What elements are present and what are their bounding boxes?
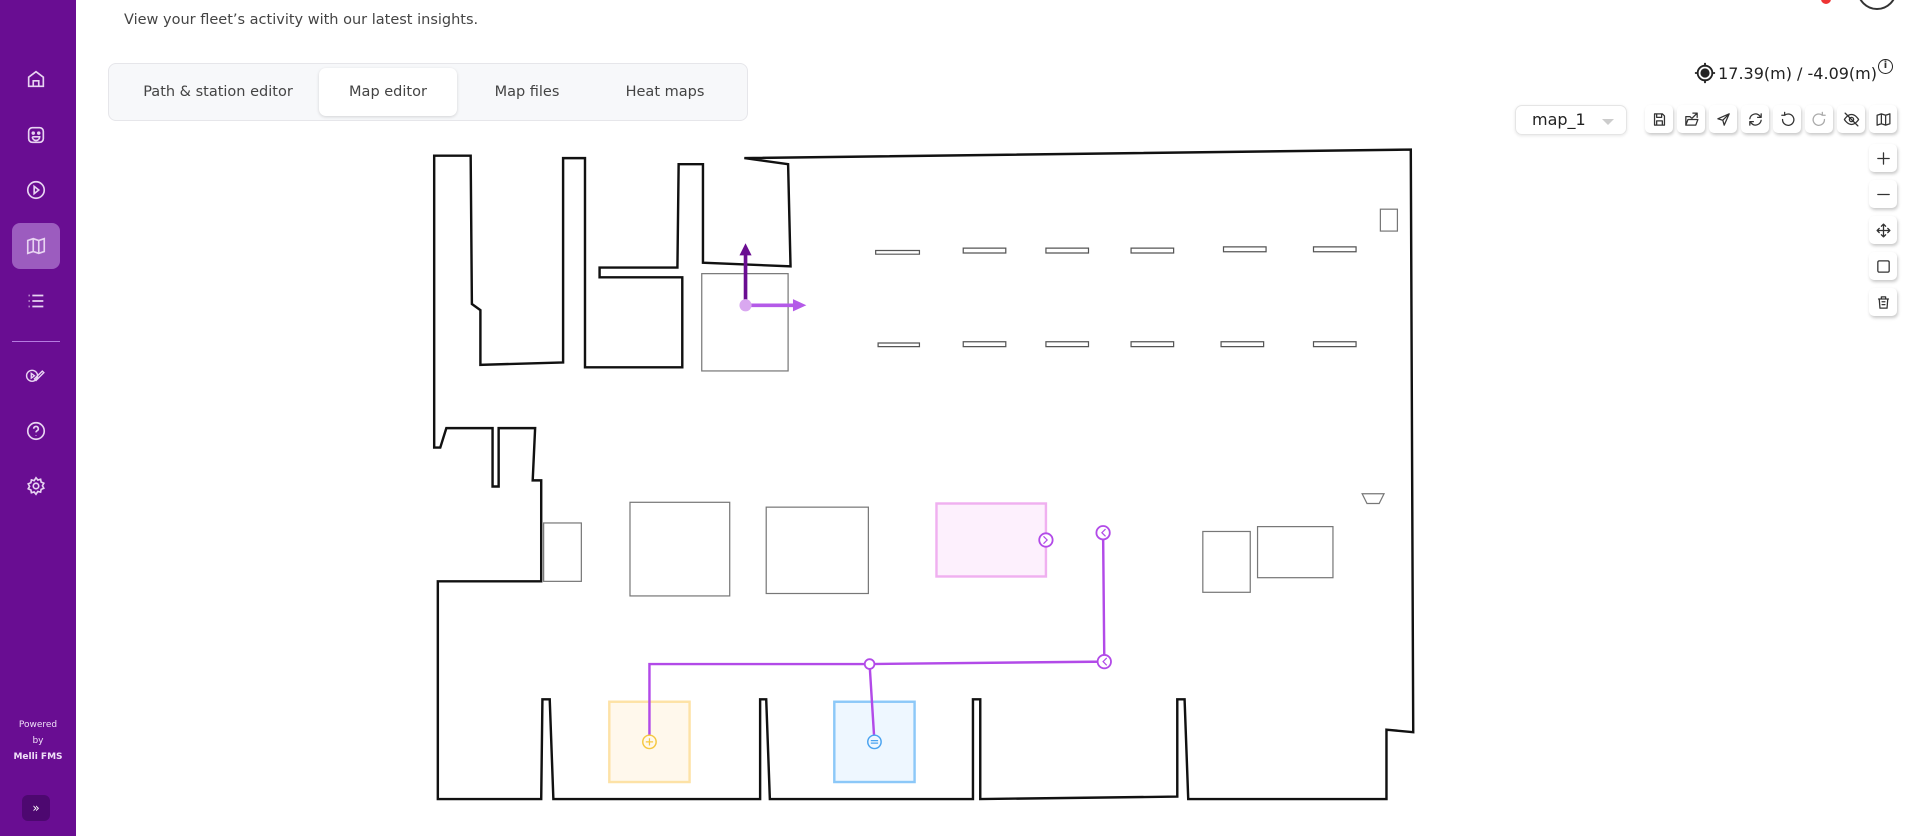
expand-sidebar-button[interactable]: » — [22, 795, 50, 821]
robot-face-icon — [27, 126, 45, 144]
redo-button[interactable] — [1805, 105, 1833, 133]
top-right-user-area — [1807, 0, 1907, 12]
save-icon — [1653, 112, 1665, 126]
sidebar-item-maps[interactable] — [12, 223, 60, 269]
info-icon[interactable]: i — [1878, 59, 1893, 74]
powered-by-text: by — [32, 736, 44, 746]
map-icon — [1875, 112, 1891, 126]
tab-heat-maps[interactable]: Heat maps — [625, 84, 705, 100]
send-icon — [1716, 112, 1730, 126]
play-edit-icon — [25, 369, 45, 382]
sidebar: Powered by Melli FMS » — [0, 0, 76, 836]
sidebar-item-home[interactable] — [12, 56, 60, 102]
path-node[interactable] — [863, 658, 876, 670]
list-icon — [28, 294, 44, 308]
trash-icon — [1877, 295, 1889, 309]
path-node-direction[interactable] — [1096, 654, 1112, 670]
zone-node-direction[interactable] — [1038, 532, 1054, 548]
map-select-dropdown[interactable]: map_1 — [1515, 105, 1627, 135]
toggle-visibility-button[interactable] — [1837, 105, 1865, 133]
sidebar-divider — [12, 341, 60, 342]
play-circle-icon — [26, 180, 46, 200]
notification-dot[interactable] — [1821, 0, 1831, 4]
zoom-out-button[interactable] — [1869, 180, 1897, 208]
undo-icon — [1780, 111, 1794, 126]
sidebar-item-mission-editor[interactable] — [12, 352, 60, 398]
cursor-coordinates: 17.39(m) / -4.09(m) — [1694, 62, 1877, 84]
zoom-in-button[interactable] — [1869, 144, 1897, 172]
map-select-value: map_1 — [1532, 110, 1586, 129]
gear-icon — [27, 476, 45, 496]
powered-by: Powered by Melli FMS — [0, 717, 76, 765]
avatar[interactable] — [1857, 0, 1897, 10]
map-outer-walls — [432, 148, 1415, 801]
editor-tabs: Path & station editor Map editor Map fil… — [108, 63, 748, 121]
origin-axes[interactable] — [739, 243, 807, 312]
send-button[interactable] — [1709, 105, 1737, 133]
coordinates-text: 17.39(m) / -4.09(m) — [1718, 63, 1877, 83]
shelf-row-2 — [877, 341, 1357, 348]
sidebar-item-list[interactable] — [12, 278, 60, 324]
shelf-row-1 — [875, 246, 1357, 255]
axis-y-arrow — [739, 243, 752, 256]
powered-text: Powered — [18, 720, 58, 730]
map-canvas[interactable] — [0, 0, 1860, 836]
tab-map-editor[interactable]: Map editor — [319, 68, 457, 116]
pan-button[interactable] — [1869, 216, 1897, 244]
eye-off-icon — [1843, 111, 1859, 127]
sync-button[interactable] — [1741, 105, 1769, 133]
path-node-direction[interactable] — [1095, 525, 1111, 541]
brand-name: Melli FMS — [13, 752, 63, 762]
axis-x-arrow — [792, 299, 807, 312]
redo-icon — [1812, 111, 1826, 126]
sync-icon — [1748, 112, 1762, 126]
zoom-out-icon — [1876, 193, 1890, 195]
sidebar-item-robots[interactable] — [12, 112, 60, 158]
origin-point — [739, 299, 752, 312]
crosshair-icon — [1695, 62, 1716, 84]
direction-glyphs — [1043, 528, 1108, 666]
page-subtitle: View your fleet’s activity with our late… — [124, 12, 479, 28]
tab-map-files[interactable]: Map files — [494, 84, 560, 100]
draw-rectangle-button[interactable] — [1869, 252, 1897, 280]
home-icon — [27, 70, 45, 88]
rectangle-icon — [1876, 259, 1890, 273]
sidebar-item-missions[interactable] — [12, 167, 60, 213]
map-view-button[interactable] — [1869, 105, 1897, 133]
open-file-button[interactable] — [1677, 105, 1705, 133]
save-button[interactable] — [1645, 105, 1673, 133]
station-blue-marker[interactable] — [867, 734, 882, 750]
chevron-down-icon — [1602, 119, 1614, 125]
undo-button[interactable] — [1773, 105, 1801, 133]
map-icon — [26, 237, 46, 255]
zoom-in-icon — [1876, 151, 1890, 165]
sidebar-item-settings[interactable] — [12, 463, 60, 509]
zone-pink[interactable] — [935, 502, 1048, 578]
move-icon — [1875, 222, 1891, 238]
sidebar-item-help[interactable] — [12, 408, 60, 454]
open-folder-icon — [1684, 111, 1699, 126]
tab-path-station-editor[interactable]: Path & station editor — [143, 84, 293, 100]
help-icon — [26, 421, 46, 441]
delete-button[interactable] — [1869, 288, 1897, 316]
